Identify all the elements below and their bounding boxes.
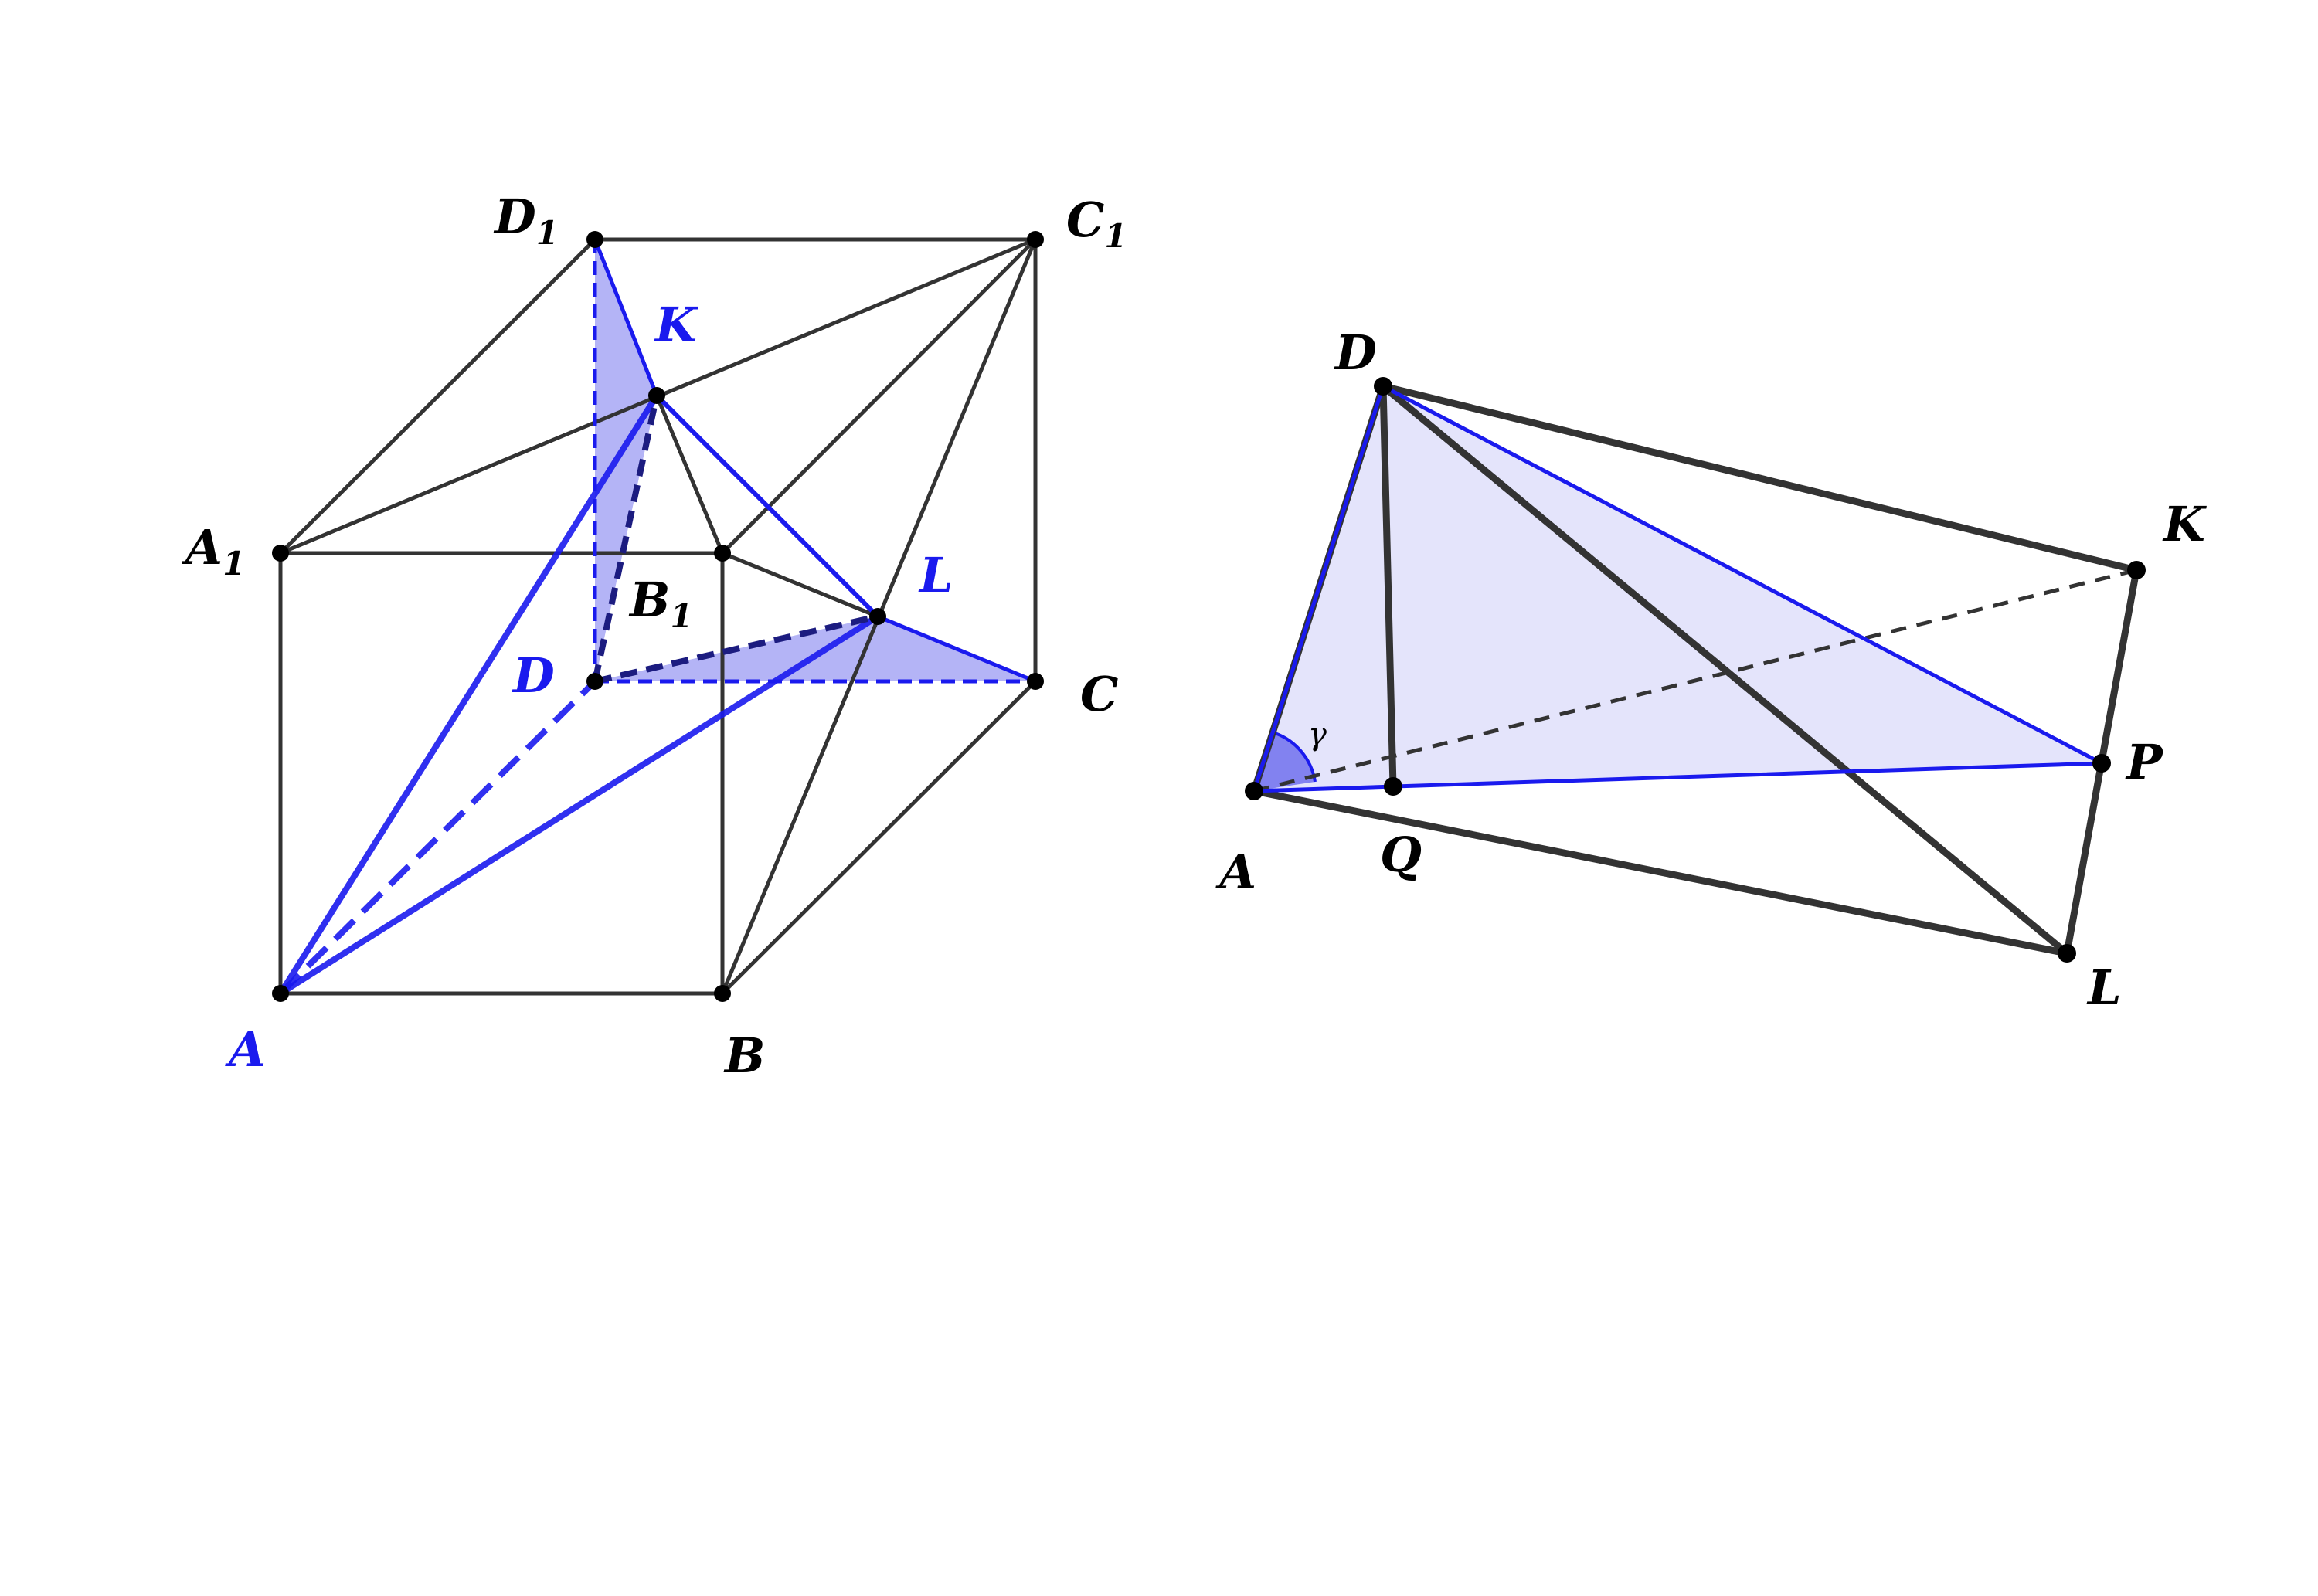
point-B: [714, 985, 731, 1002]
point-D1: [586, 231, 603, 248]
point-K: [648, 387, 665, 404]
line-D-K-dashed: [592, 395, 660, 682]
edge-D-L: [1379, 382, 2071, 957]
point-B1: [714, 545, 731, 562]
line-D-L-dashed: [594, 613, 879, 684]
triangle-D1-K-D-fill: [595, 239, 657, 681]
edge-B-C: [720, 679, 1038, 996]
label-K-cube: K: [654, 297, 698, 353]
line-L-C: [875, 614, 1038, 684]
label-P-tetra: P: [2125, 734, 2164, 790]
point-D: [586, 673, 603, 690]
label-L-cube: L: [918, 547, 953, 603]
label-A-cube: A: [225, 1021, 266, 1078]
point-A1: [272, 545, 289, 562]
point-A: [272, 985, 289, 1002]
label-D-cube: D: [512, 647, 555, 704]
line-K-B1: [654, 393, 725, 555]
line-B1-L: [720, 551, 880, 619]
label-C1: C1: [1066, 192, 1127, 255]
point-A-tetra: [1245, 782, 1263, 800]
label-A-tetra: A: [1215, 844, 1256, 900]
label-L-tetra: L: [2086, 959, 2122, 1016]
tetrahedron-figure: D K P A Q L γ: [1215, 324, 2207, 1016]
cube-points: [272, 231, 1044, 1002]
line-A-D-blue: [1252, 384, 1385, 793]
line-A-D-dashed: [278, 679, 597, 996]
point-D-tetra: [1374, 377, 1392, 396]
label-C-cube: C: [1080, 666, 1118, 722]
tetra-points: [1245, 377, 2146, 963]
point-L: [869, 608, 886, 625]
edge-D-Q: [1379, 382, 1397, 790]
label-A1: A1: [182, 519, 245, 582]
edge-C1-B1: [720, 237, 1038, 555]
label-gamma: γ: [1308, 717, 1327, 752]
line-D1-K: [593, 237, 659, 398]
blue-dashed-lines: [278, 239, 1035, 996]
point-K-tetra: [2127, 561, 2146, 579]
triangle-A-D-P-fill: [1254, 386, 2102, 791]
label-D-tetra: D: [1334, 324, 1377, 381]
line-A-K-dashed: [1253, 568, 2137, 793]
label-D1: D1: [493, 188, 559, 252]
point-L-tetra: [2058, 944, 2076, 963]
label-Q-tetra: Q: [1380, 827, 1422, 883]
line-D-P: [1381, 384, 2104, 766]
triangle-D-L-C-fill: [595, 616, 1035, 681]
label-B1: B1: [628, 572, 693, 635]
point-C: [1027, 673, 1044, 690]
label-K-tetra: K: [2162, 496, 2207, 552]
line-K-L: [654, 393, 880, 619]
cube-figure: D1 C1 A1 B1 K L D C A B: [182, 188, 1127, 1084]
line-A-K: [277, 392, 660, 997]
point-Q-tetra: [1384, 777, 1402, 796]
edge-D1-A1: [278, 237, 597, 555]
label-B-cube: B: [723, 1027, 765, 1084]
point-C1: [1027, 231, 1044, 248]
point-P-tetra: [2092, 754, 2111, 773]
edge-D-K: [1379, 382, 2140, 574]
line-A-L: [277, 613, 881, 997]
blue-solid-lines: [277, 237, 1038, 997]
edge-A-L: [1250, 787, 2071, 957]
